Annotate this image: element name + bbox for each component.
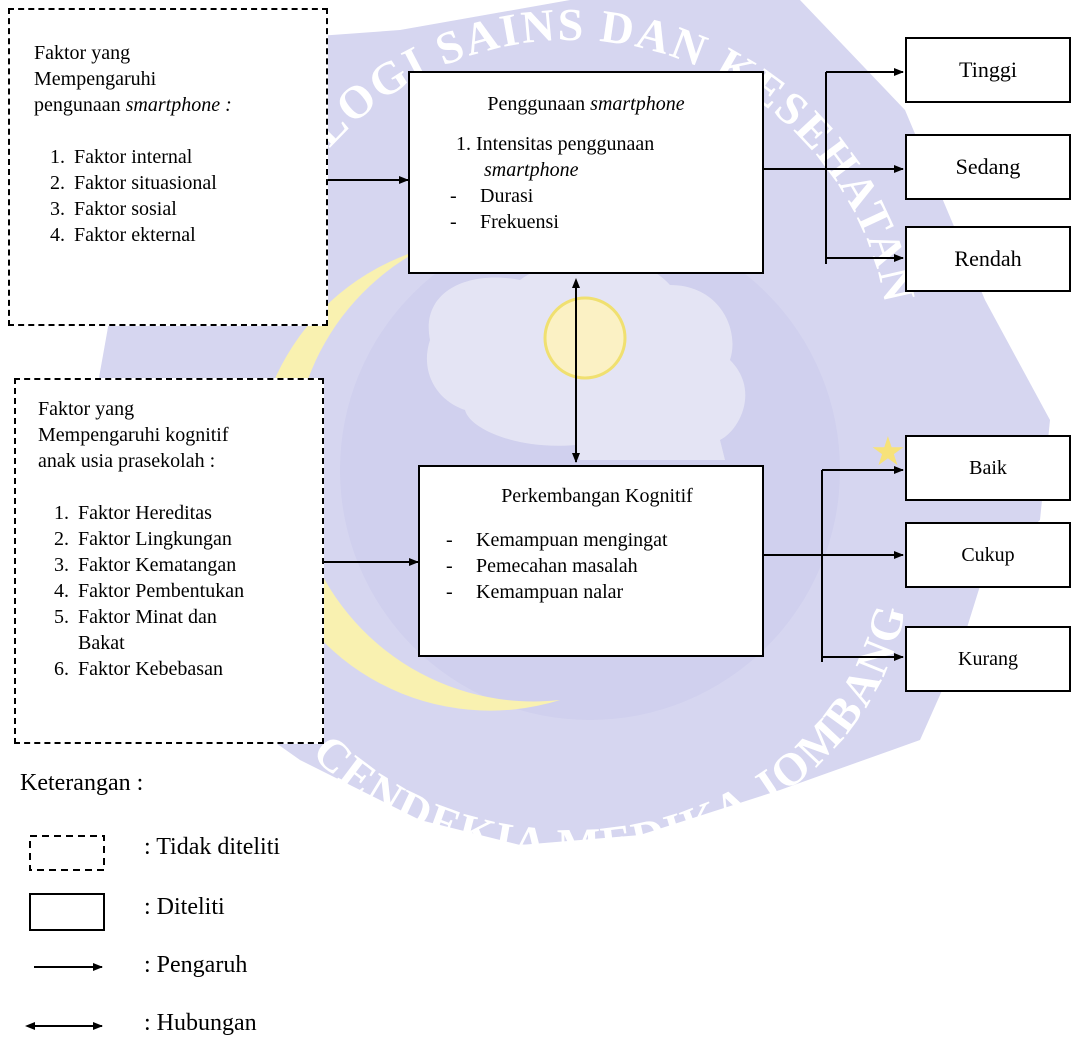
smartphone-use-item-1: 1. Intensitas penggunaan [456,133,655,155]
outcome-rendah: Rendah [905,226,1071,292]
list-item: Pemecahan masalah [442,553,752,579]
outcome-label: Rendah [954,246,1022,271]
outcome-kurang: Kurang [905,626,1071,692]
watermark-atom-icon [543,296,627,380]
list-item: Kemampuan mengingat [442,527,752,553]
smartphone-factors-list: Faktor internal Faktor situasional Fakto… [34,144,318,248]
box-cognitive-dev: Perkembangan Kognitif Kemampuan menginga… [418,465,764,657]
box-cognitive-factors: Faktor yang Mempengaruhi kognitif anak u… [14,378,324,744]
legend-title: Keterangan : [20,770,144,796]
watermark-star: ★ [870,429,906,474]
list-item: Durasi [446,183,752,209]
outcome-label: Kurang [958,647,1018,670]
list-item: Frekuensi [446,209,752,235]
list-item: Faktor ekternal [70,222,318,248]
outcome-label: Cukup [961,543,1015,566]
cognitive-factors-title-3: anak usia prasekolah : [38,450,216,472]
list-item: Faktor Hereditas [74,500,314,526]
cognitive-dev-title: Perkembangan Kognitif [501,485,693,507]
list-item: Faktor Pembentukan [74,578,314,604]
smartphone-factors-title-1: Faktor yang [34,42,131,64]
watermark-crescent [254,250,560,711]
list-item: Faktor Kematangan [74,552,314,578]
box-smartphone-use: Penggunaan smartphone 1. Intensitas peng… [408,71,764,274]
smartphone-factors-title-2: Mempengaruhi [34,68,157,90]
legend-arrow-label: : Pengaruh [144,952,248,978]
smartphone-use-title: Penggunaan smartphone [487,93,685,115]
outcome-sedang: Sedang [905,134,1071,200]
list-item: Faktor sosial [70,196,318,222]
list-item: Faktor Kebebasan [74,656,314,682]
smartphone-use-item-1-cont: smartphone [484,159,579,181]
list-item: Faktor Lingkungan [74,526,314,552]
cognitive-factors-title-1: Faktor yang [38,398,135,420]
legend-solid-label: : Diteliti [144,894,225,920]
legend-double-arrow-label: : Hubungan [144,1010,257,1036]
cognitive-dev-list: Kemampuan mengingat Pemecahan masalah Ke… [442,527,752,605]
box-smartphone-factors: Faktor yang Mempengaruhi pengunaan smart… [8,8,328,326]
outcome-tinggi: Tinggi [905,37,1071,103]
outcome-label: Baik [969,456,1007,479]
list-item: Faktor situasional [70,170,318,196]
cognitive-factors-title-2: Mempengaruhi kognitif [38,424,229,446]
smartphone-factors-title-3: pengunaan smartphone : [34,94,232,116]
list-item: Faktor internal [70,144,318,170]
smartphone-use-sublist: Durasi Frekuensi [420,183,752,235]
legend-dashed-label: : Tidak diteliti [144,834,281,860]
list-item: Faktor Minat dan Bakat [74,604,268,656]
outcome-cukup: Cukup [905,522,1071,588]
outcome-baik: Baik [905,435,1071,501]
outcome-label: Tinggi [959,57,1017,82]
cognitive-factors-list: Faktor Hereditas Faktor Lingkungan Fakto… [38,500,314,682]
outcome-label: Sedang [955,154,1021,179]
list-item: Kemampuan nalar [442,579,752,605]
